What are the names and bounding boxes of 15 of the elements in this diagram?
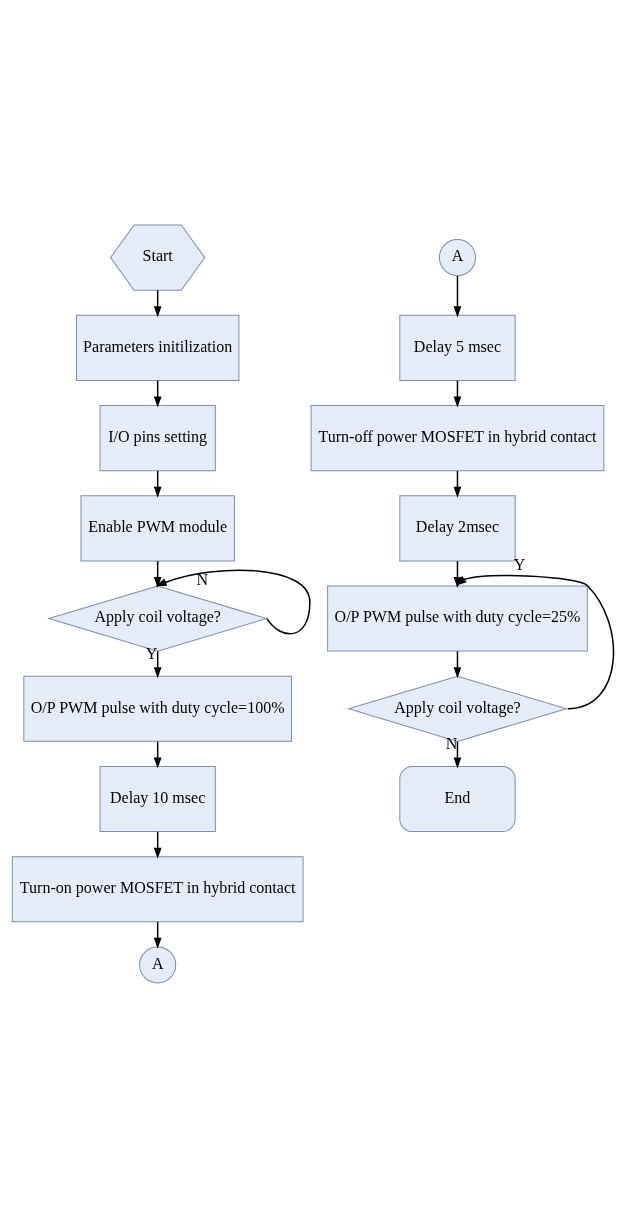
node-circle: A	[139, 945, 177, 983]
node-box: Parameters initilization	[75, 314, 240, 381]
node-box: Turn-on power MOSFET in hybrid contact	[11, 855, 304, 922]
arrow	[453, 274, 462, 317]
arrow	[155, 568, 311, 635]
edge-label: Y	[513, 555, 526, 573]
node-box: Enable PWM module	[80, 494, 235, 561]
node-box: O/P PWM pulse with duty cycle=25%	[327, 584, 588, 652]
node-box: Delay 5 msec	[399, 314, 516, 381]
node-box: End	[399, 765, 516, 832]
node-box: O/P PWM pulse with duty cycle=100%	[23, 675, 293, 742]
node-box: Turn-off power MOSFET in hybrid contact	[310, 404, 605, 471]
node-box: Delay 10 msec	[99, 765, 216, 832]
node-circle: A	[438, 238, 476, 276]
node-box: I/O pins setting	[99, 404, 216, 471]
